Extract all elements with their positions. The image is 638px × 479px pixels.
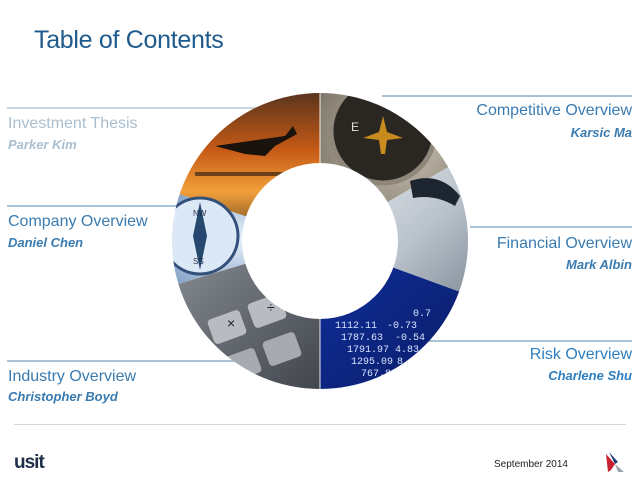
section-title-risk[interactable]: Risk Overview — [529, 346, 632, 363]
section-title-financial[interactable]: Financial Overview — [496, 235, 632, 252]
footer-divider — [14, 424, 626, 425]
presenter-risk: Charlene Shu — [548, 368, 632, 383]
slide-date: September 2014 — [494, 459, 568, 470]
section-ring-graphic: 33 E 1112.11 1787.63 1791.97 1295.09 767… — [155, 76, 485, 406]
stock-ticker-icon: 1112.11 1787.63 1791.97 1295.09 767.89 7… — [320, 241, 485, 406]
calculator-icon: × ÷ — [155, 241, 320, 406]
presenter-competitive: Karsic Ma — [570, 125, 632, 140]
divider-competitive — [382, 95, 632, 97]
svg-text:-0.73: -0.73 — [387, 321, 417, 332]
svg-text:E: E — [351, 120, 359, 134]
svg-text:1787.63: 1787.63 — [341, 333, 383, 344]
svg-text:767.89: 767.89 — [361, 369, 397, 380]
svg-text:1791.97: 1791.97 — [347, 345, 389, 356]
divider-industry — [7, 360, 247, 362]
svg-text:0.03: 0.03 — [405, 369, 429, 380]
svg-text:1112.11: 1112.11 — [335, 321, 377, 332]
divider-company — [7, 205, 185, 207]
svg-text:-0.54: -0.54 — [395, 333, 425, 344]
presenter-investment: Parker Kim — [8, 137, 77, 152]
svg-text:700.33: 700.33 — [365, 381, 401, 392]
aircraft-nose-icon — [320, 146, 485, 301]
section-title-company[interactable]: Company Overview — [8, 213, 148, 230]
usit-logo: usit — [14, 452, 45, 473]
american-airlines-logo-icon — [606, 452, 624, 472]
svg-text:443.87: 443.87 — [367, 393, 403, 404]
compass-icon: NW SS — [155, 186, 320, 291]
page-title: Table of Contents — [34, 26, 224, 54]
presenter-industry: Christopher Boyd — [8, 389, 118, 404]
presenter-company: Daniel Chen — [8, 235, 84, 250]
svg-text:×: × — [227, 315, 235, 331]
svg-text:SS: SS — [193, 257, 204, 266]
svg-text:33: 33 — [376, 90, 390, 105]
section-title-industry[interactable]: Industry Overview — [8, 368, 137, 385]
cockpit-instrument-icon: 33 E — [320, 76, 485, 241]
presenter-financial: Mark Albin — [566, 257, 632, 272]
section-title-competitive[interactable]: Competitive Overview — [476, 102, 632, 119]
svg-text:NW: NW — [193, 209, 207, 218]
divider-financial — [470, 226, 632, 228]
svg-text:0.7: 0.7 — [413, 309, 431, 320]
svg-text:÷: ÷ — [267, 299, 275, 315]
section-title-investment[interactable]: Investment Thesis — [8, 115, 138, 132]
divider-investment — [7, 107, 297, 109]
divider-risk — [405, 340, 632, 342]
svg-text:1295.09: 1295.09 — [351, 357, 393, 368]
svg-text:8.49: 8.49 — [397, 357, 421, 368]
svg-text:4.83: 4.83 — [395, 345, 419, 356]
